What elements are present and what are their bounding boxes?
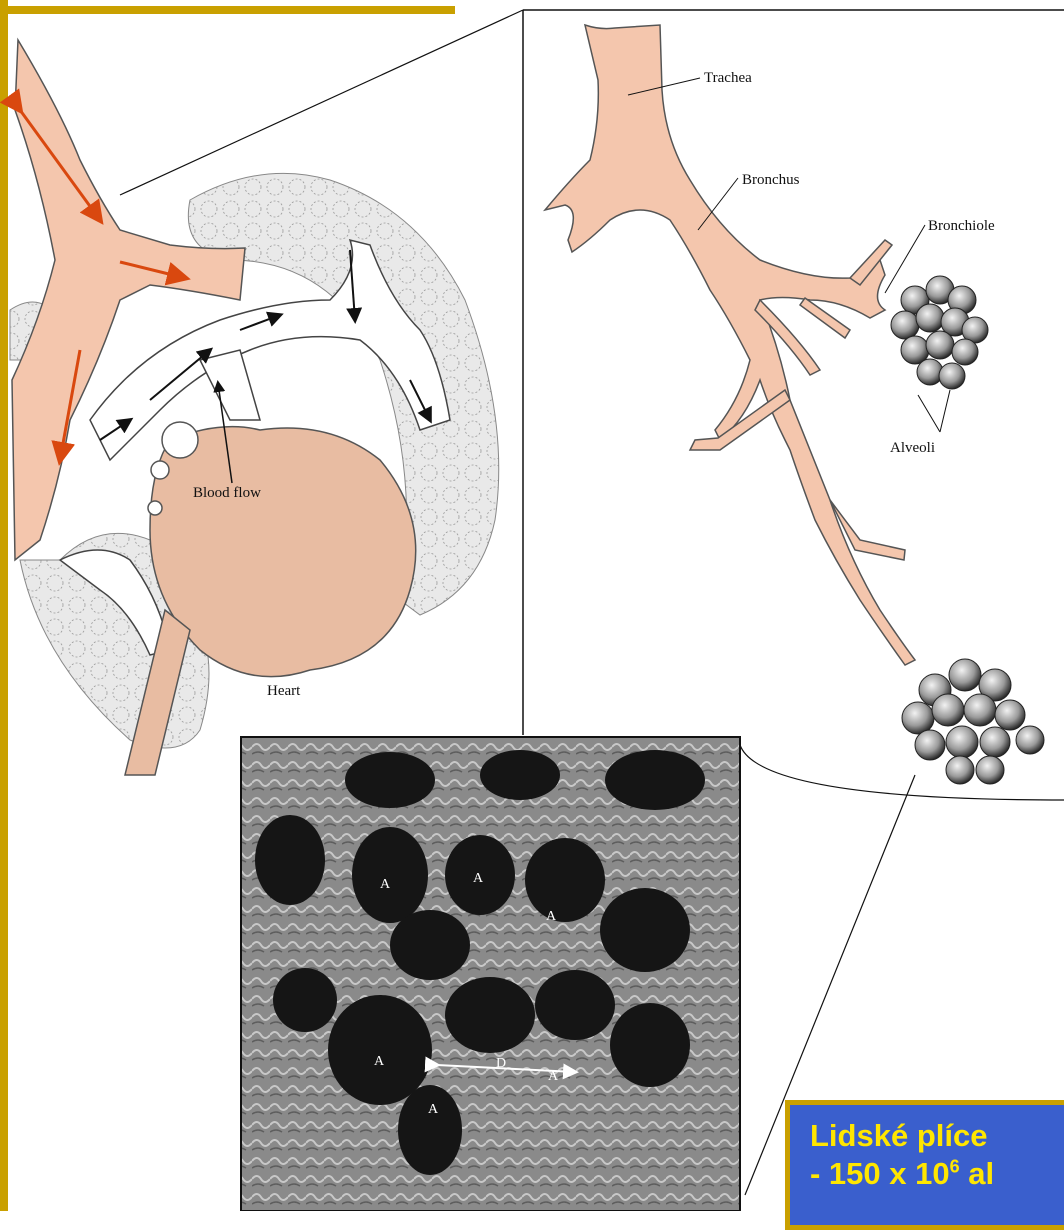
airway-tree (545, 25, 915, 665)
sem-label-d: D (496, 1056, 506, 1071)
alveoli-cluster-upper (891, 276, 988, 389)
alveoli-cluster-lower (902, 659, 1044, 784)
label-trachea: Trachea (704, 70, 752, 86)
sem-label-a: A (428, 1102, 439, 1117)
label-heart: Heart (267, 683, 301, 699)
label-alveoli: Alveoli (890, 440, 935, 456)
callout-line-1: Lidské plíce (810, 1117, 1064, 1155)
sem-label-a: A (548, 1069, 559, 1084)
sem-label-a: A (380, 877, 391, 892)
label-bronchus: Bronchus (742, 172, 800, 188)
sem-label-a: A (546, 909, 557, 924)
label-leaders (628, 78, 950, 432)
heart (125, 383, 416, 775)
label-blood-flow: Blood flow (193, 485, 261, 501)
sem-label-a: A (473, 871, 484, 886)
sem-label-a: A (374, 1054, 385, 1069)
callout-line-2: - 150 x 106 al (810, 1155, 1064, 1193)
sem-micrograph: A A A A A A D (241, 737, 740, 1211)
label-bronchiole: Bronchiole (928, 218, 995, 234)
